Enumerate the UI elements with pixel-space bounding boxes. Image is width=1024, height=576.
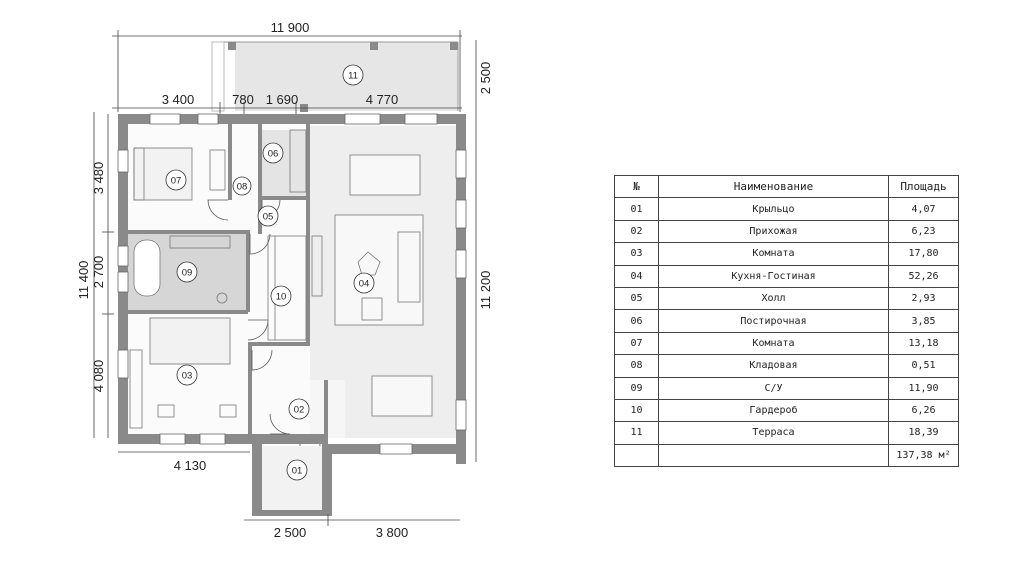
table-row: 08 Кладовая 0,51 bbox=[614, 354, 959, 378]
row-number: 05 bbox=[614, 286, 659, 311]
dim-bottom-3800: 3 800 bbox=[376, 525, 409, 540]
table-row: 07 Комната 13,18 bbox=[614, 331, 959, 356]
table-header-row: № Наименование Площадь bbox=[614, 174, 959, 199]
total-area: 137,38 м² bbox=[888, 443, 959, 468]
dimension-labels: 11 900 3 400 780 1 690 4 770 2 500 11 20… bbox=[76, 20, 493, 540]
row-name: Кладовая bbox=[658, 354, 889, 378]
row-name: Холл bbox=[658, 286, 889, 311]
room-markers: 11 07 08 06 05 09 10 04 03 02 01 bbox=[165, 64, 375, 481]
row-name: Кухня-Гостиная bbox=[658, 264, 889, 288]
total-name bbox=[658, 443, 889, 468]
row-area: 4,07 bbox=[888, 197, 959, 221]
table-row: 11 Терраса 18,39 bbox=[614, 421, 959, 445]
room-marker-03: 03 bbox=[182, 371, 193, 382]
row-name: Постирочная bbox=[658, 309, 889, 333]
row-name: Крыльцо bbox=[658, 197, 889, 221]
room-area-table: № Наименование Площадь 01 Крыльцо 4,07 0… bbox=[614, 174, 959, 468]
row-area: 6,26 bbox=[888, 398, 959, 423]
interior-walls bbox=[128, 124, 328, 444]
room-marker-04: 04 bbox=[359, 279, 370, 290]
dim-top-780: 780 bbox=[232, 92, 254, 107]
table-row: 03 Комната 17,80 bbox=[614, 242, 959, 266]
table-row: 10 Гардероб 6,26 bbox=[614, 398, 959, 423]
total-number bbox=[614, 443, 659, 468]
row-area: 17,80 bbox=[888, 242, 959, 266]
room-marker-02: 02 bbox=[294, 405, 305, 416]
dim-overall-width: 11 900 bbox=[271, 20, 310, 35]
dim-bottom-4130: 4 130 bbox=[174, 458, 207, 473]
dim-right-total: 11 200 bbox=[478, 271, 493, 310]
room-marker-11: 11 bbox=[348, 71, 358, 82]
room-marker-01: 01 bbox=[292, 466, 303, 477]
room-marker-05: 05 bbox=[263, 212, 274, 223]
row-number: 02 bbox=[614, 219, 659, 244]
row-area: 11,90 bbox=[888, 376, 959, 400]
row-name: Терраса bbox=[658, 421, 889, 445]
table-row: 05 Холл 2,93 bbox=[614, 286, 959, 311]
room-marker-09: 09 bbox=[182, 268, 193, 279]
windows bbox=[117, 113, 467, 455]
row-area: 13,18 bbox=[888, 331, 959, 356]
row-area: 3,85 bbox=[888, 309, 959, 333]
row-number: 04 bbox=[614, 264, 659, 288]
row-number: 11 bbox=[614, 421, 659, 445]
row-name: Комната bbox=[658, 331, 889, 356]
dimension-lines bbox=[93, 30, 477, 526]
row-name: Гардероб bbox=[658, 398, 889, 423]
row-area: 18,39 bbox=[888, 421, 959, 445]
room-marker-08: 08 bbox=[237, 182, 248, 193]
room-marker-07: 07 bbox=[171, 176, 182, 187]
porch bbox=[252, 444, 332, 516]
furniture bbox=[129, 129, 433, 513]
row-name: Комната bbox=[658, 242, 889, 266]
row-name: С/У bbox=[658, 376, 889, 400]
header-name: Наименование bbox=[658, 174, 889, 199]
dim-left-4080: 4 080 bbox=[91, 360, 106, 393]
dim-left-2700: 2 700 bbox=[91, 256, 106, 289]
dim-top-4770: 4 770 bbox=[366, 92, 399, 107]
table-total-row: 137,38 м² bbox=[614, 443, 959, 468]
row-number: 03 bbox=[614, 242, 659, 266]
dim-bottom-2500: 2 500 bbox=[274, 525, 307, 540]
dim-terrace-depth: 2 500 bbox=[478, 62, 493, 95]
room-marker-10: 10 bbox=[276, 292, 287, 303]
header-area: Площадь bbox=[888, 174, 959, 199]
dim-top-3400: 3 400 bbox=[162, 92, 195, 107]
room-marker-06: 06 bbox=[268, 149, 279, 160]
row-number: 07 bbox=[614, 331, 659, 356]
row-area: 52,26 bbox=[888, 264, 959, 288]
row-number: 09 bbox=[614, 376, 659, 400]
table-row: 02 Прихожая 6,23 bbox=[614, 219, 959, 244]
table-row: 01 Крыльцо 4,07 bbox=[614, 197, 959, 221]
table-row: 06 Постирочная 3,85 bbox=[614, 309, 959, 333]
table-row: 09 С/У 11,90 bbox=[614, 376, 959, 400]
floor-plan: 11 900 3 400 780 1 690 4 770 2 500 11 20… bbox=[76, 20, 493, 540]
dim-top-1690: 1 690 bbox=[266, 92, 299, 107]
terrace bbox=[211, 41, 459, 112]
dim-left-3480: 3 480 bbox=[91, 162, 106, 195]
row-number: 01 bbox=[614, 197, 659, 221]
row-number: 08 bbox=[614, 354, 659, 378]
row-area: 6,23 bbox=[888, 219, 959, 244]
row-name: Прихожая bbox=[658, 219, 889, 244]
row-area: 2,93 bbox=[888, 286, 959, 311]
table-row: 04 Кухня-Гостиная 52,26 bbox=[614, 264, 959, 288]
row-number: 06 bbox=[614, 309, 659, 333]
header-number: № bbox=[614, 174, 659, 199]
row-area: 0,51 bbox=[888, 354, 959, 378]
dim-left-total: 11 400 bbox=[76, 261, 91, 300]
row-number: 10 bbox=[614, 398, 659, 423]
